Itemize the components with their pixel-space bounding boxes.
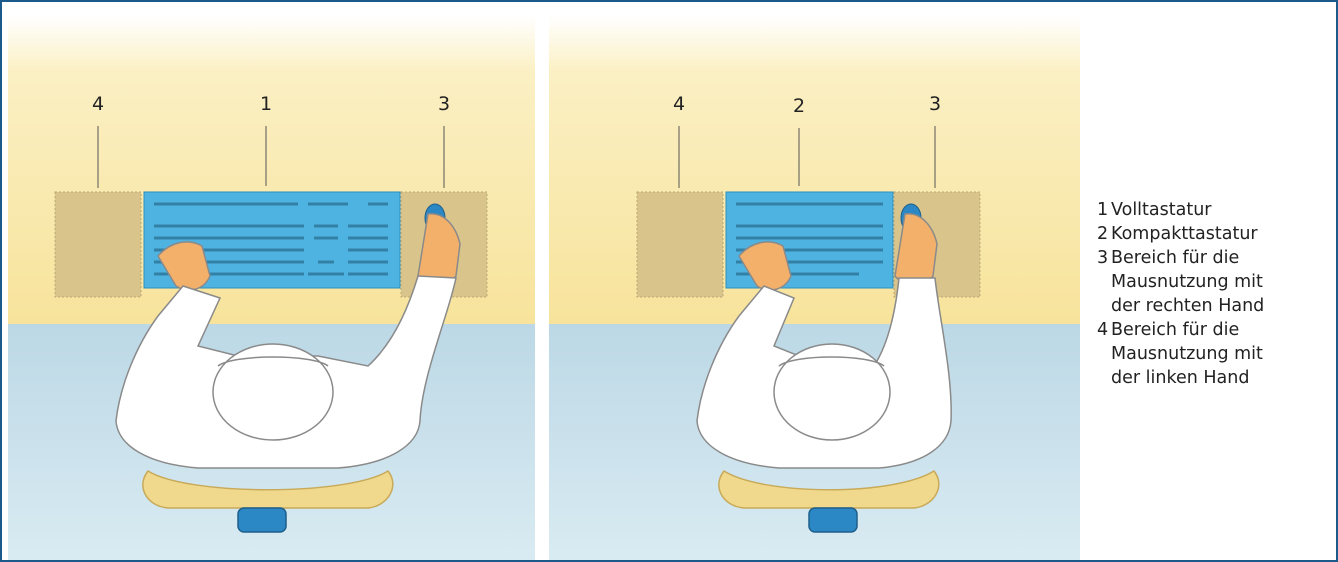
legend-item: 2 Kompakttastatur bbox=[1097, 222, 1264, 246]
legend-number: 4 bbox=[1097, 318, 1111, 390]
compact-keyboard-illustration: 4 2 3 bbox=[549, 16, 1080, 560]
label-full-keyboard: 1 bbox=[260, 93, 272, 115]
legend-text: Bereich für die Mausnutzung mit der link… bbox=[1111, 318, 1263, 390]
legend-number: 3 bbox=[1097, 246, 1111, 318]
label-compact-keyboard: 2 bbox=[793, 95, 805, 117]
full-keyboard-illustration: 4 1 3 bbox=[8, 16, 535, 560]
label-mouse-left: 4 bbox=[92, 93, 104, 115]
legend-text: Kompakttastatur bbox=[1111, 222, 1258, 246]
legend-item: 4 Bereich für die Mausnutzung mit der li… bbox=[1097, 318, 1264, 390]
legend-text: Bereich für die Mausnutzung mit der rech… bbox=[1111, 246, 1264, 318]
label-mouse-right: 3 bbox=[929, 93, 941, 115]
legend-number: 2 bbox=[1097, 222, 1111, 246]
left-mouse-area bbox=[637, 192, 723, 297]
legend-item: 1 Volltastatur bbox=[1097, 198, 1264, 222]
legend-item: 3 Bereich für die Mausnutzung mit der re… bbox=[1097, 246, 1264, 318]
left-mouse-area bbox=[55, 192, 141, 297]
label-mouse-left: 4 bbox=[673, 93, 685, 115]
legend: 1 Volltastatur 2 Kompakttastatur 3 Berei… bbox=[1097, 198, 1264, 390]
legend-number: 1 bbox=[1097, 198, 1111, 222]
label-mouse-right: 3 bbox=[438, 93, 450, 115]
legend-text: Volltastatur bbox=[1111, 198, 1211, 222]
